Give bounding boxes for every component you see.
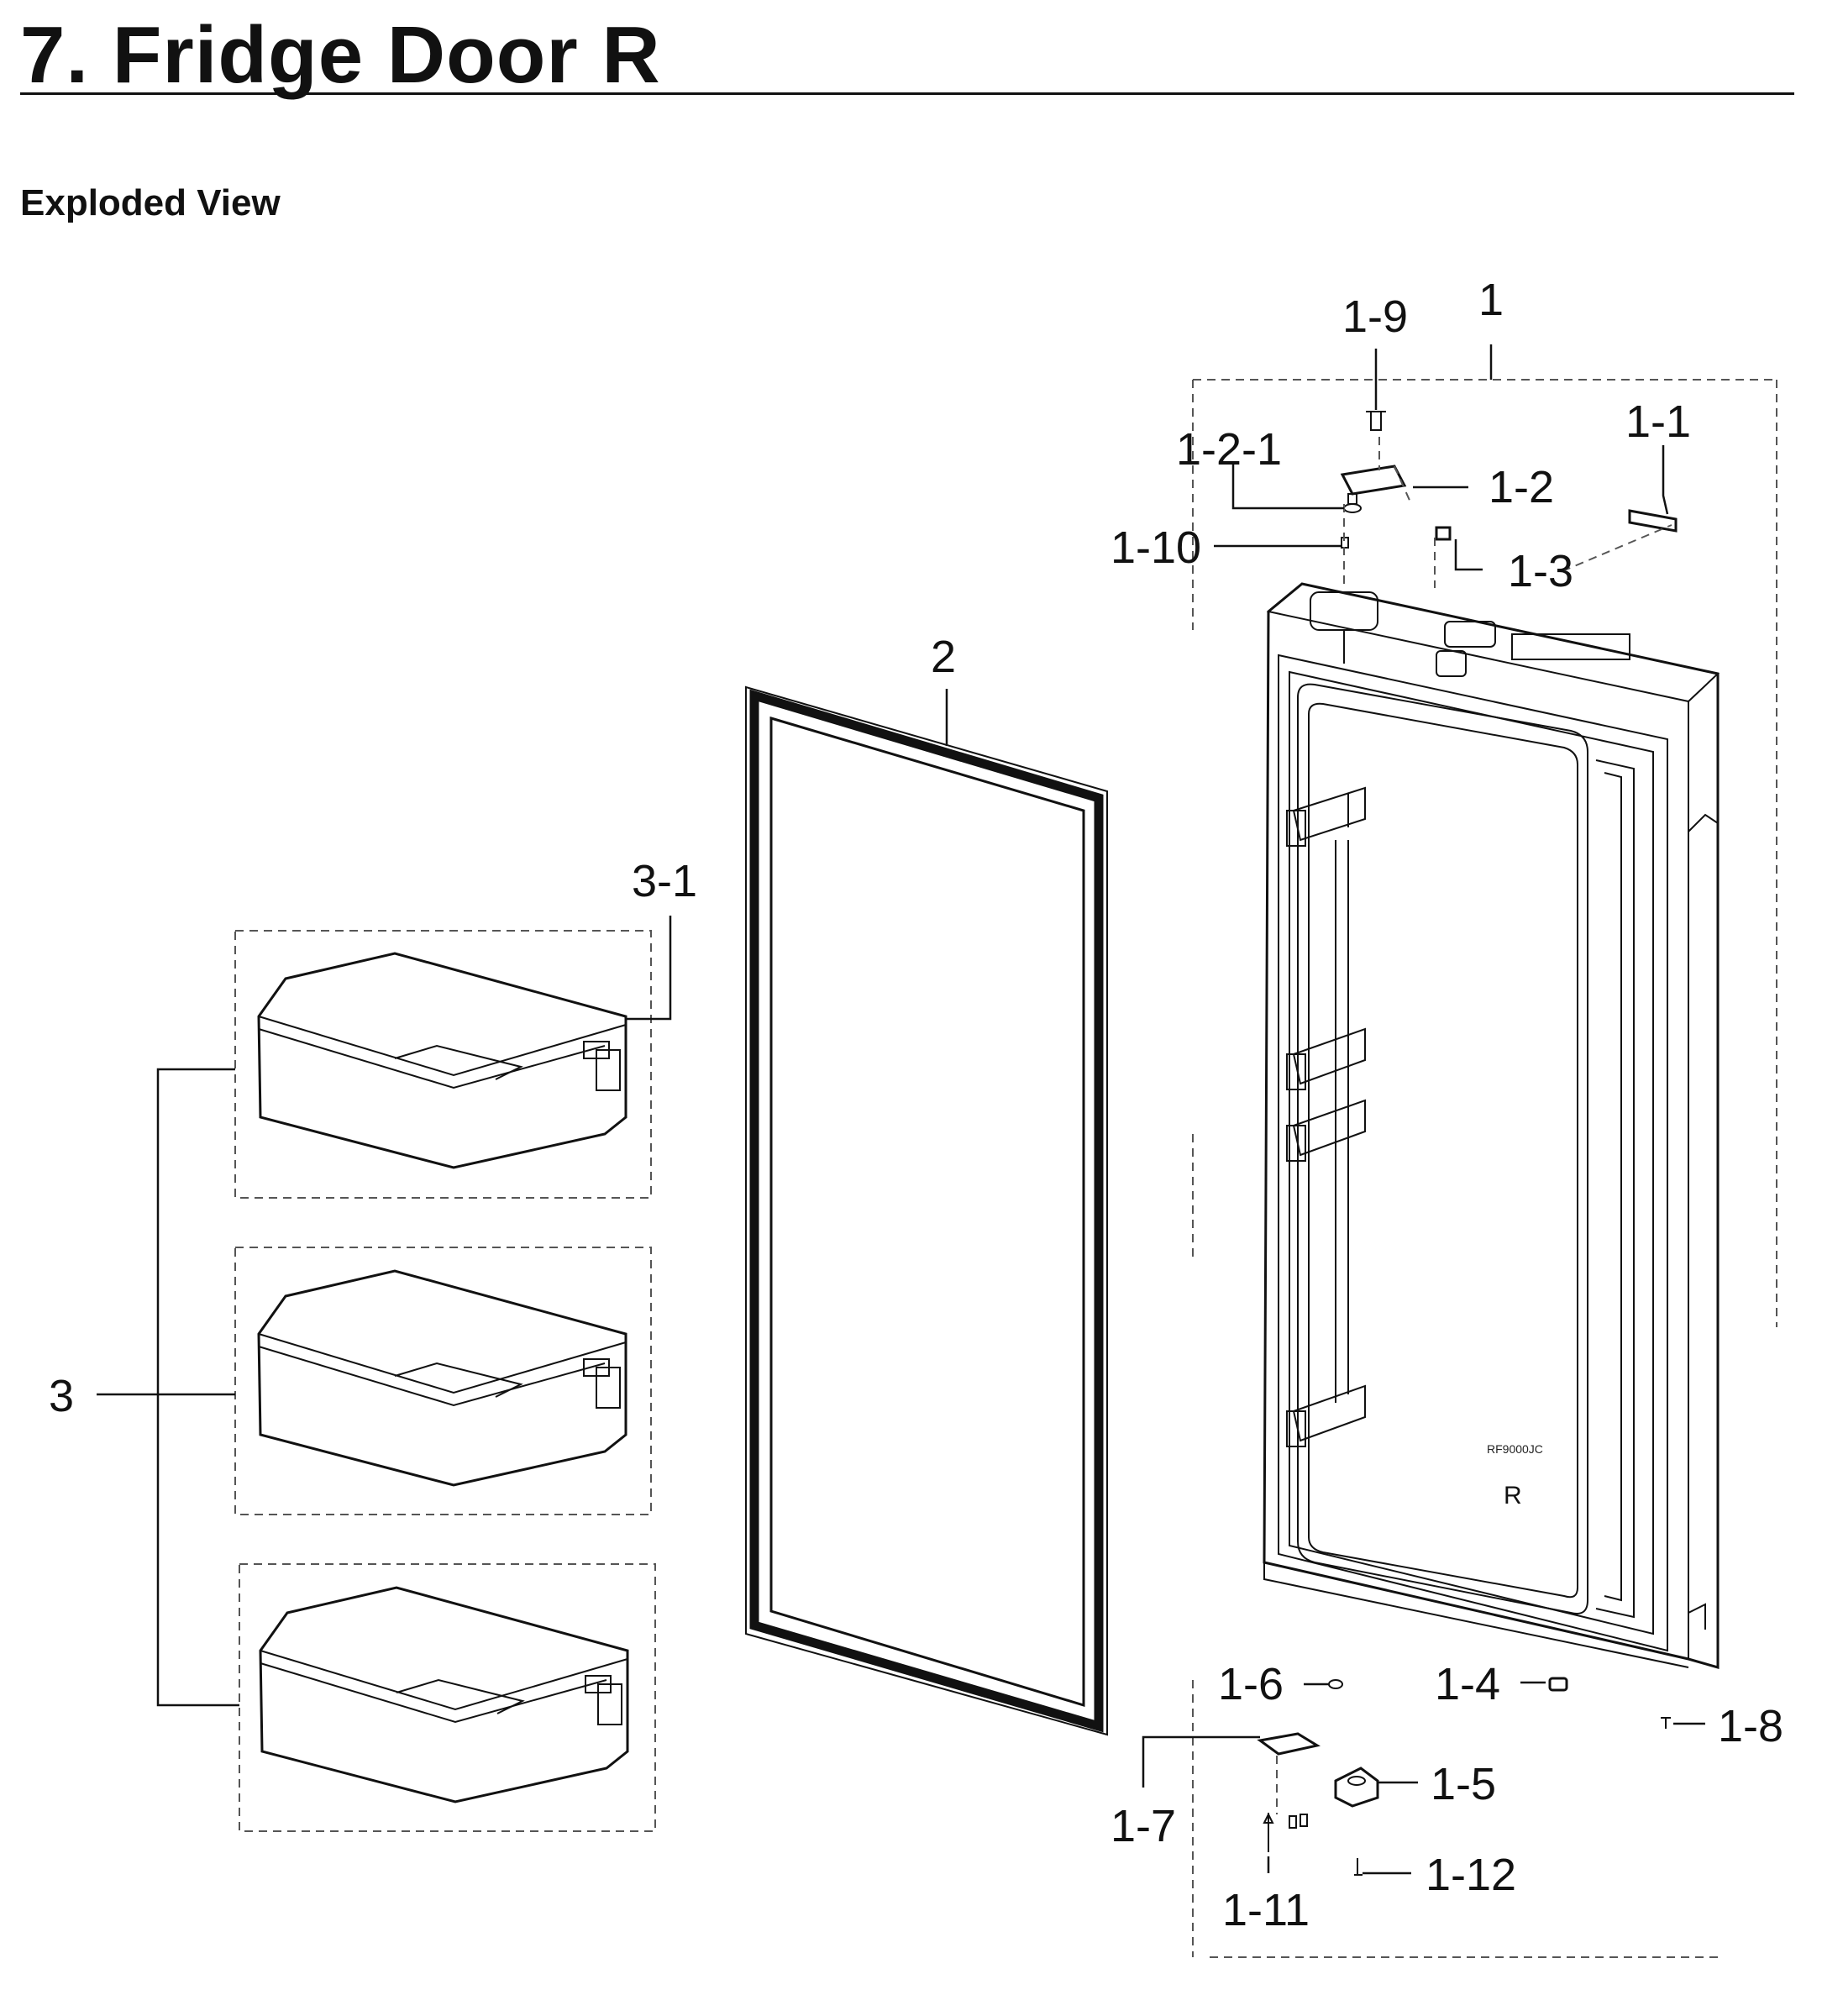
bottom-hinge-plate-part xyxy=(1257,1732,1321,1756)
callout-1-9: 1-9 xyxy=(1342,291,1408,342)
door-gasket xyxy=(745,685,1108,1736)
callout-1-8: 1-8 xyxy=(1718,1701,1783,1751)
callout-1-3: 1-3 xyxy=(1508,546,1573,596)
shelf-support-mid-2 xyxy=(1286,1099,1366,1162)
callout-1-5: 1-5 xyxy=(1431,1759,1496,1809)
callout-2: 2 xyxy=(931,632,956,682)
leader-lines xyxy=(97,344,1705,1875)
callout-3: 3 xyxy=(49,1371,74,1421)
bottom-hinge-cap-part xyxy=(1334,1767,1379,1808)
shelf-basket-2 xyxy=(257,1269,627,1487)
top-screw-part xyxy=(1366,411,1386,431)
bracket-part xyxy=(1628,509,1678,533)
callout-3-1: 3-1 xyxy=(632,856,697,906)
model-marking: RF9000JC xyxy=(1487,1442,1543,1456)
side-marking: R xyxy=(1504,1482,1522,1509)
shelf-support-top xyxy=(1286,786,1366,847)
door-assembly-boundary xyxy=(1192,379,1777,1958)
washer-part xyxy=(1328,1679,1343,1689)
callout-1-10: 1-10 xyxy=(1111,522,1201,573)
bottom-pin-part xyxy=(1354,1858,1363,1876)
page-title: 7. Fridge Door R xyxy=(20,10,661,100)
title-underline xyxy=(20,92,1794,95)
screw-right-part xyxy=(1661,1717,1671,1729)
callout-1-4: 1-4 xyxy=(1435,1659,1500,1709)
shelf-support-mid-1 xyxy=(1286,1027,1366,1090)
section-subtitle: Exploded View xyxy=(20,182,281,223)
hinge-cap-part xyxy=(1340,465,1407,513)
shelf-basket-1 xyxy=(257,952,627,1169)
callout-1-2-1: 1-2-1 xyxy=(1176,424,1282,475)
bottom-screws-part xyxy=(1263,1812,1308,1852)
switch-part xyxy=(1435,526,1452,541)
callout-1-2: 1-2 xyxy=(1489,462,1554,512)
callout-1: 1 xyxy=(1478,275,1504,325)
callout-1-12: 1-12 xyxy=(1426,1850,1516,1900)
callout-1-7: 1-7 xyxy=(1111,1801,1176,1851)
callout-1-1: 1-1 xyxy=(1625,396,1691,447)
callout-1-11: 1-11 xyxy=(1222,1885,1310,1935)
bottom-cap-part xyxy=(1548,1677,1568,1692)
door-shell: RF9000JC R xyxy=(1263,582,1720,1669)
callout-1-6: 1-6 xyxy=(1218,1659,1284,1709)
shelf-basket-3 xyxy=(259,1586,629,1803)
shelf-group-boundaries xyxy=(234,930,656,1832)
callout-labels: 1 1-9 1-1 1-2-1 1-2 1-10 1-3 2 3-1 3 1-6… xyxy=(49,275,1783,1935)
shelf-support-bottom xyxy=(1286,1384,1366,1447)
alignment-lines xyxy=(1276,437,1672,1814)
